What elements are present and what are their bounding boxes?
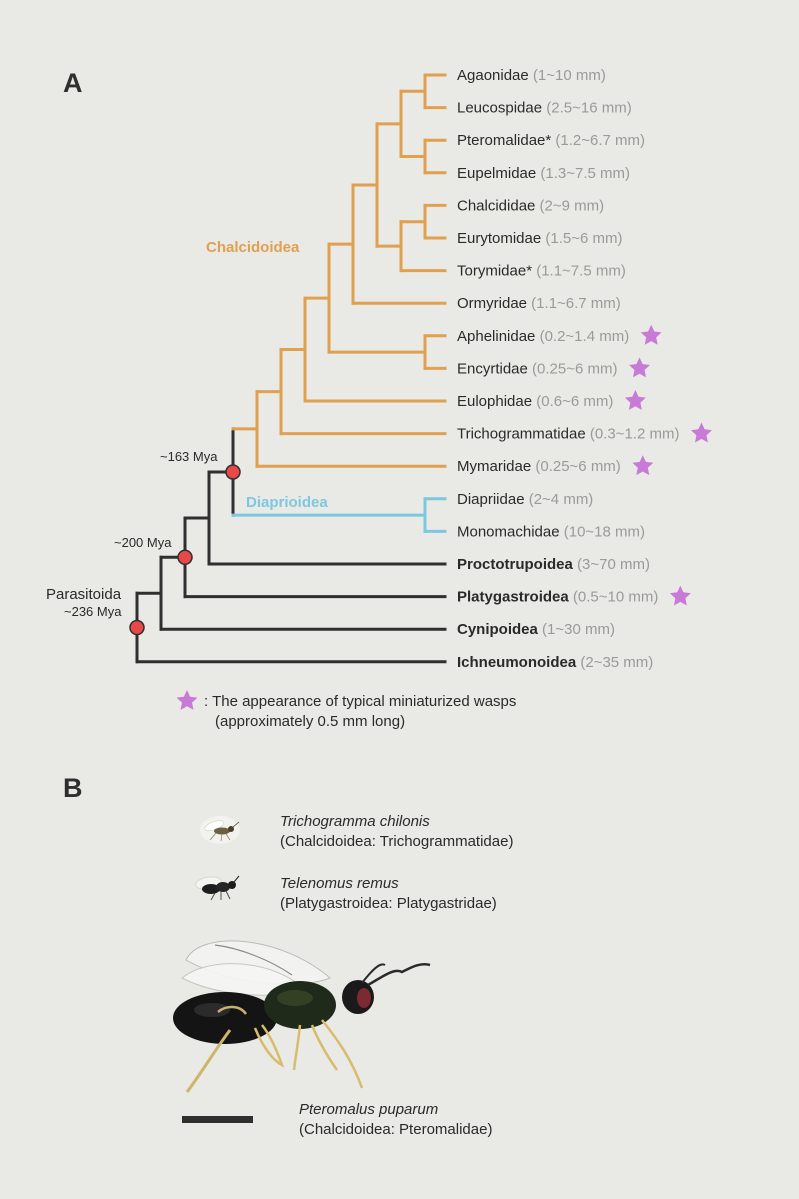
taxon-size: (1~30 mm) <box>538 621 615 638</box>
taxon-size: (0.25~6 mm) <box>531 458 621 475</box>
phylogenetic-tree <box>135 73 447 664</box>
taxon-label: Aphelinidae (0.2~1.4 mm) <box>457 328 629 345</box>
taxon-label: Torymidae* (1.1~7.5 mm) <box>457 263 626 280</box>
telenomus-image <box>195 875 240 901</box>
taxon-name: Trichogrammatidae <box>457 426 586 443</box>
pteromalus-image <box>173 940 431 1093</box>
taxon-size: (0.25~6 mm) <box>528 360 618 377</box>
taxon-size: (1.2~6.7 mm) <box>551 132 645 149</box>
panel-label-a: A <box>63 68 83 98</box>
taxon-name: Eulophidae <box>457 393 532 410</box>
taxon-label: Eulophidae (0.6~6 mm) <box>457 393 613 410</box>
taxon-label: Agaonidae (1~10 mm) <box>457 67 606 84</box>
dated-node-marker <box>129 619 145 636</box>
panel-label-b: B <box>63 773 83 803</box>
taxon-name: Monomachidae <box>457 523 560 540</box>
node-age-236: ~236 Mya <box>64 604 122 619</box>
dated-node-marker <box>225 464 241 480</box>
taxon-label: Mymaridae (0.25~6 mm) <box>457 458 621 475</box>
taxon-label: Platygastroidea (0.5~10 mm) <box>457 589 658 606</box>
legend-line-2: (approximately 0.5 mm long) <box>215 713 405 730</box>
taxon-label: Leucospidae (2.5~16 mm) <box>457 100 632 117</box>
taxon-label: Chalcididae (2~9 mm) <box>457 197 604 214</box>
taxon-size: (1.1~6.7 mm) <box>527 295 621 312</box>
node-age-163: ~163 Mya <box>160 449 218 464</box>
taxon-name: Ormyridae <box>457 295 527 312</box>
species-taxon-telenomus: (Platygastroidea: Platygastridae) <box>280 895 497 912</box>
legend-star-icon <box>176 690 198 710</box>
taxon-size: (1.3~7.5 mm) <box>536 165 630 182</box>
clade-label-chalcidoidea: Chalcidoidea <box>206 239 300 256</box>
taxon-size: (0.3~1.2 mm) <box>586 426 680 443</box>
taxon-label: Monomachidae (10~18 mm) <box>457 523 645 540</box>
taxon-name: Platygastroidea <box>457 589 569 606</box>
taxon-size: (2~4 mm) <box>525 491 594 508</box>
taxon-label: Ichneumonoidea (2~35 mm) <box>457 654 653 671</box>
trichogramma-image <box>200 816 240 844</box>
miniaturized-star-icon <box>669 585 691 606</box>
species-taxon-trichogramma: (Chalcidoidea: Trichogrammatidae) <box>280 833 513 850</box>
taxon-label: Proctotrupoidea (3~70 mm) <box>457 556 650 573</box>
taxon-size: (1~10 mm) <box>529 67 606 84</box>
taxon-name: Eurytomidae <box>457 230 541 247</box>
legend: : The appearance of typical miniaturized… <box>176 690 516 730</box>
taxon-name: Cynipoidea <box>457 621 539 638</box>
clade-label-parasitoida: Parasitoida <box>46 586 122 603</box>
legend-line-1: : The appearance of typical miniaturized… <box>204 693 516 710</box>
taxon-name: Aphelinidae <box>457 328 535 345</box>
taxon-size: (1.1~7.5 mm) <box>532 263 626 280</box>
taxon-label: Eupelmidae (1.3~7.5 mm) <box>457 165 630 182</box>
miniaturized-star-icon <box>624 390 646 410</box>
taxon-name: Diapriidae <box>457 491 525 508</box>
taxon-name: Eupelmidae <box>457 165 536 182</box>
taxon-size: (2~9 mm) <box>535 197 604 214</box>
miniaturized-star-icon <box>691 422 712 443</box>
taxon-name: Ichneumonoidea <box>457 654 577 671</box>
taxon-label: Eurytomidae (1.5~6 mm) <box>457 230 623 247</box>
species-taxon-pteromalus: (Chalcidoidea: Pteromalidae) <box>299 1121 492 1138</box>
taxon-name: Leucospidae <box>457 100 542 117</box>
clade-label-diaprioidea: Diaprioidea <box>246 494 328 511</box>
taxon-name: Encyrtidae <box>457 360 528 377</box>
miniaturized-star-icon <box>629 357 650 378</box>
taxon-label: Diapriidae (2~4 mm) <box>457 491 593 508</box>
taxon-label: Encyrtidae (0.25~6 mm) <box>457 360 618 377</box>
taxon-name: Mymaridae <box>457 458 531 475</box>
dated-nodes <box>129 464 241 636</box>
taxon-size: (1.5~6 mm) <box>541 230 622 247</box>
miniaturized-star-icon <box>632 455 654 476</box>
taxon-label: Ormyridae (1.1~6.7 mm) <box>457 295 621 312</box>
taxon-size: (0.2~1.4 mm) <box>535 328 629 345</box>
taxon-name: Agaonidae <box>457 67 529 84</box>
dated-node-marker <box>177 549 193 566</box>
taxon-name: Torymidae* <box>457 263 532 280</box>
miniaturized-star-icon <box>640 324 662 345</box>
node-age-200: ~200 Mya <box>114 535 172 550</box>
taxon-label: Pteromalidae* (1.2~6.7 mm) <box>457 132 645 149</box>
taxon-label: Trichogrammatidae (0.3~1.2 mm) <box>457 426 679 443</box>
taxon-name: Pteromalidae* <box>457 132 551 149</box>
taxon-size: (10~18 mm) <box>560 523 645 540</box>
taxa-labels: Agaonidae (1~10 mm) Leucospidae (2.5~16 m… <box>457 67 712 671</box>
species-name-trichogramma: Trichogramma chilonis <box>280 813 430 830</box>
taxon-size: (0.5~10 mm) <box>569 589 659 606</box>
taxon-size: (0.6~6 mm) <box>532 393 613 410</box>
taxon-size: (3~70 mm) <box>573 556 650 573</box>
species-name-telenomus: Telenomus remus <box>280 875 399 892</box>
taxon-label: Cynipoidea (1~30 mm) <box>457 621 615 638</box>
taxon-size: (2.5~16 mm) <box>542 100 632 117</box>
species-name-pteromalus: Pteromalus puparum <box>299 1101 438 1118</box>
scale-bar <box>182 1116 253 1123</box>
taxon-name: Proctotrupoidea <box>457 556 573 573</box>
taxon-size: (2~35 mm) <box>576 654 653 671</box>
taxon-name: Chalcididae <box>457 197 535 214</box>
